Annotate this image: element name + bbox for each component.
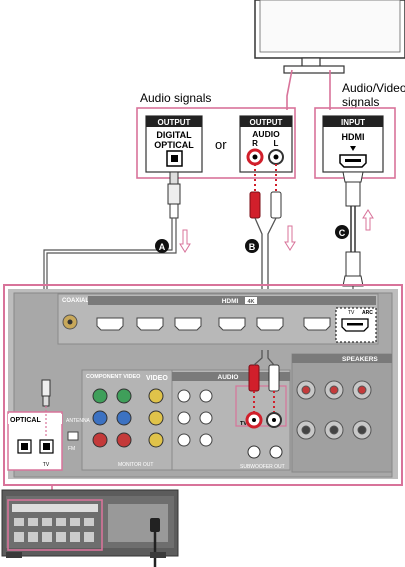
cable-c-hdmi: C (335, 171, 374, 300)
monitor-out-label: MONITOR OUT (118, 462, 153, 468)
tv-optical-output-panel: OUTPUT DIGITAL OPTICAL (145, 115, 203, 173)
tv-pointer-lines (286, 69, 331, 110)
audio-video-signals-label-1: Audio/Video (342, 81, 405, 95)
fm-label: FM (68, 446, 75, 452)
subwoofer-out-label: SUBWOOFER OUT (240, 464, 285, 470)
hdmi-section-label: HDMI (222, 298, 239, 305)
cable-b-badge: B (249, 242, 256, 252)
tv-hdmi-input-panel: INPUT HDMI (322, 115, 384, 173)
cable-c-badge: C (339, 228, 346, 238)
cable-a-badge: A (159, 242, 166, 252)
audio-video-signals-label-2: signals (342, 95, 379, 109)
audio-output-frame (136, 107, 296, 179)
optical-section-label: OPTICAL (10, 417, 41, 424)
coaxial-label: COAXIAL (62, 298, 89, 304)
antenna-label: ANTENNA (66, 418, 91, 424)
optical-tv-label: TV (43, 462, 50, 468)
audio-tv-in-label: TV (240, 421, 247, 427)
optical-panel-line2: OPTICAL (154, 140, 194, 150)
audio-section-label: AUDIO (218, 374, 239, 381)
hdmi-panel-line1: HDMI (342, 132, 365, 142)
optical-panel-header: OUTPUT (158, 118, 191, 127)
analog-panel-line1: AUDIO (252, 129, 280, 139)
tv-illustration (254, 0, 405, 74)
or-label: or (215, 137, 227, 152)
tv-analog-audio-output-panel: OUTPUT AUDIO R L (239, 115, 293, 173)
hdmi-tv-label: TV (348, 310, 355, 316)
speakers-label: SPEAKERS (342, 356, 378, 363)
component-video-label: COMPONENT VIDEO (86, 374, 141, 380)
analog-left-label: L (274, 139, 279, 148)
audio-signals-label: Audio signals (140, 91, 211, 105)
arc-label: ARC (362, 310, 373, 316)
receiver-back-panel: COAXIAL HDMI 4K TV ARC COMPONENT VIDEO V… (3, 284, 403, 486)
optical-panel-line1: DIGITAL (156, 130, 192, 140)
analog-right-label: R (252, 139, 258, 148)
hdmi-4k-badge: 4K (247, 299, 254, 305)
video-label: VIDEO (146, 375, 168, 382)
hdmi-panel-header: INPUT (341, 118, 365, 127)
receiver-overview (1, 489, 179, 567)
analog-panel-header: OUTPUT (250, 118, 283, 127)
